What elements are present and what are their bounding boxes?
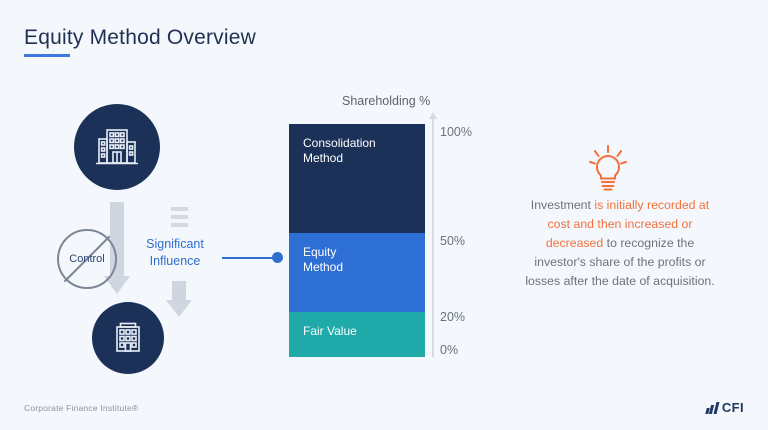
dash-segment bbox=[171, 223, 188, 227]
cfi-wordmark: CFI bbox=[721, 400, 744, 415]
influence-connector-dot bbox=[272, 252, 283, 263]
investee-company-building-icon bbox=[92, 302, 164, 374]
bar-segment-fair-value[interactable]: Fair Value bbox=[289, 312, 425, 357]
footer-credit: Corporate Finance Institute® bbox=[24, 403, 139, 413]
insight-paragraph: Investment is initially recorded at cost… bbox=[522, 196, 718, 291]
control-prohibited-badge: Control bbox=[57, 229, 117, 289]
page-title-block: Equity Method Overview bbox=[24, 26, 256, 57]
cfi-logo: CFI bbox=[705, 400, 744, 415]
influence-connector-line bbox=[222, 257, 276, 259]
logo-bar bbox=[713, 402, 720, 414]
insight-lead: Investment bbox=[530, 198, 595, 212]
axis-tick-50: 50% bbox=[440, 234, 466, 248]
parent-company-building-icon bbox=[74, 104, 160, 190]
control-label: Control bbox=[69, 253, 105, 265]
insight-highlight: is initially recorded at cost and then i… bbox=[545, 198, 710, 250]
chart-y-axis bbox=[432, 118, 434, 357]
bar-segment-label: Equity Method bbox=[303, 245, 344, 275]
bar-segment-label: Fair Value bbox=[303, 324, 357, 339]
influence-arrow-head bbox=[166, 300, 192, 317]
bar-segment-equity[interactable]: Equity Method bbox=[289, 233, 425, 313]
control-arrow-head bbox=[104, 276, 130, 294]
chart-axis-title: Shareholding % bbox=[342, 94, 431, 108]
influence-arrow-shaft bbox=[172, 281, 186, 303]
dash-segment bbox=[171, 207, 188, 211]
axis-tick-20: 20% bbox=[440, 310, 466, 324]
shareholding-stacked-bar: Consolidation Method Equity Method Fair … bbox=[289, 124, 425, 357]
page-title: Equity Method Overview bbox=[24, 26, 256, 49]
cfi-logo-bars-icon bbox=[705, 401, 720, 414]
axis-tick-100: 100% bbox=[440, 125, 472, 139]
title-underline bbox=[24, 54, 70, 57]
axis-arrow-icon bbox=[429, 112, 437, 119]
prohibition-ring-icon bbox=[57, 229, 117, 289]
significant-influence-label: Significant Influence bbox=[146, 237, 204, 268]
insight-tail: to recognize the investor's share of the… bbox=[525, 236, 715, 288]
influence-dashed-shaft bbox=[171, 207, 188, 231]
lightbulb-icon bbox=[586, 144, 630, 192]
axis-tick-0: 0% bbox=[440, 343, 459, 357]
bar-segment-label: Consolidation Method bbox=[303, 136, 376, 165]
dash-segment bbox=[171, 215, 188, 219]
bar-segment-consolidation[interactable]: Consolidation Method bbox=[289, 124, 425, 234]
